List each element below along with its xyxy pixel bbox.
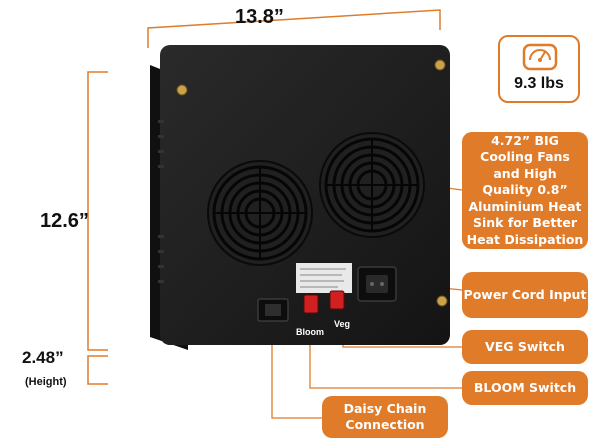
bloom-switch xyxy=(303,294,319,314)
screw xyxy=(434,59,446,71)
cooling-fan-left xyxy=(207,160,313,266)
weight-value: 9.3 lbs xyxy=(514,75,564,92)
depth-bracket xyxy=(87,355,108,385)
scale-icon xyxy=(522,43,558,71)
power-callout: Power Cord Input xyxy=(462,272,588,318)
veg-device-label: Veg xyxy=(334,319,350,329)
screw xyxy=(176,84,188,96)
depth-dimension-note: (Height) xyxy=(25,376,67,388)
daisy-connector xyxy=(271,330,322,419)
bloom-callout: BLOOM Switch xyxy=(462,371,588,405)
depth-dimension: 2.48” xyxy=(22,348,64,367)
height-bracket xyxy=(87,71,108,351)
product-label xyxy=(296,263,352,293)
screw xyxy=(436,295,448,307)
weight-badge: 9.3 lbs xyxy=(498,35,580,103)
grow-light-device: Bloom Veg xyxy=(150,45,450,350)
cooling-callout: 4.72” BIG Cooling Fans and High Quality … xyxy=(462,132,588,249)
cooling-fan-right xyxy=(319,132,425,238)
height-dimension: 12.6” xyxy=(40,210,89,232)
daisy-callout: Daisy Chain Connection xyxy=(322,396,448,438)
veg-callout: VEG Switch xyxy=(462,330,588,364)
width-dimension: 13.8” xyxy=(235,6,284,28)
bloom-device-label: Bloom xyxy=(296,327,324,337)
width-bracket xyxy=(147,9,441,48)
veg-switch xyxy=(329,290,345,310)
bloom-connector xyxy=(309,338,462,389)
